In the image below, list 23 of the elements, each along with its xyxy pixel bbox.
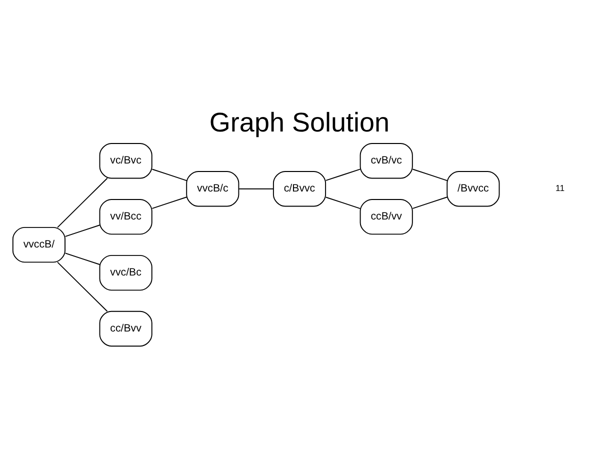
node-box: cvB/vc bbox=[360, 143, 413, 179]
connector bbox=[57, 178, 108, 228]
node-box: ccB/vv bbox=[360, 198, 413, 235]
node-box: vvcB/c bbox=[186, 171, 240, 207]
node-box: vc/Bvc bbox=[99, 143, 152, 179]
node-box: vvc/Bc bbox=[99, 254, 152, 291]
connector bbox=[238, 188, 274, 190]
connector bbox=[325, 196, 361, 210]
connector bbox=[64, 224, 100, 237]
node-box: vvccB/ bbox=[12, 226, 66, 263]
connector bbox=[325, 168, 361, 181]
node-box: /Bvvcc bbox=[446, 171, 500, 207]
connector bbox=[57, 262, 108, 312]
connector bbox=[412, 196, 448, 209]
node-box: vv/Bcc bbox=[99, 198, 152, 235]
connector bbox=[64, 252, 100, 265]
node-box: cc/Bvv bbox=[99, 310, 152, 347]
connector bbox=[152, 168, 187, 182]
connector bbox=[412, 168, 448, 182]
diagram-title: Graph Solution bbox=[209, 107, 390, 138]
connector bbox=[152, 196, 187, 209]
node-box: c/Bvvc bbox=[272, 171, 326, 207]
label: 11 bbox=[556, 182, 565, 193]
